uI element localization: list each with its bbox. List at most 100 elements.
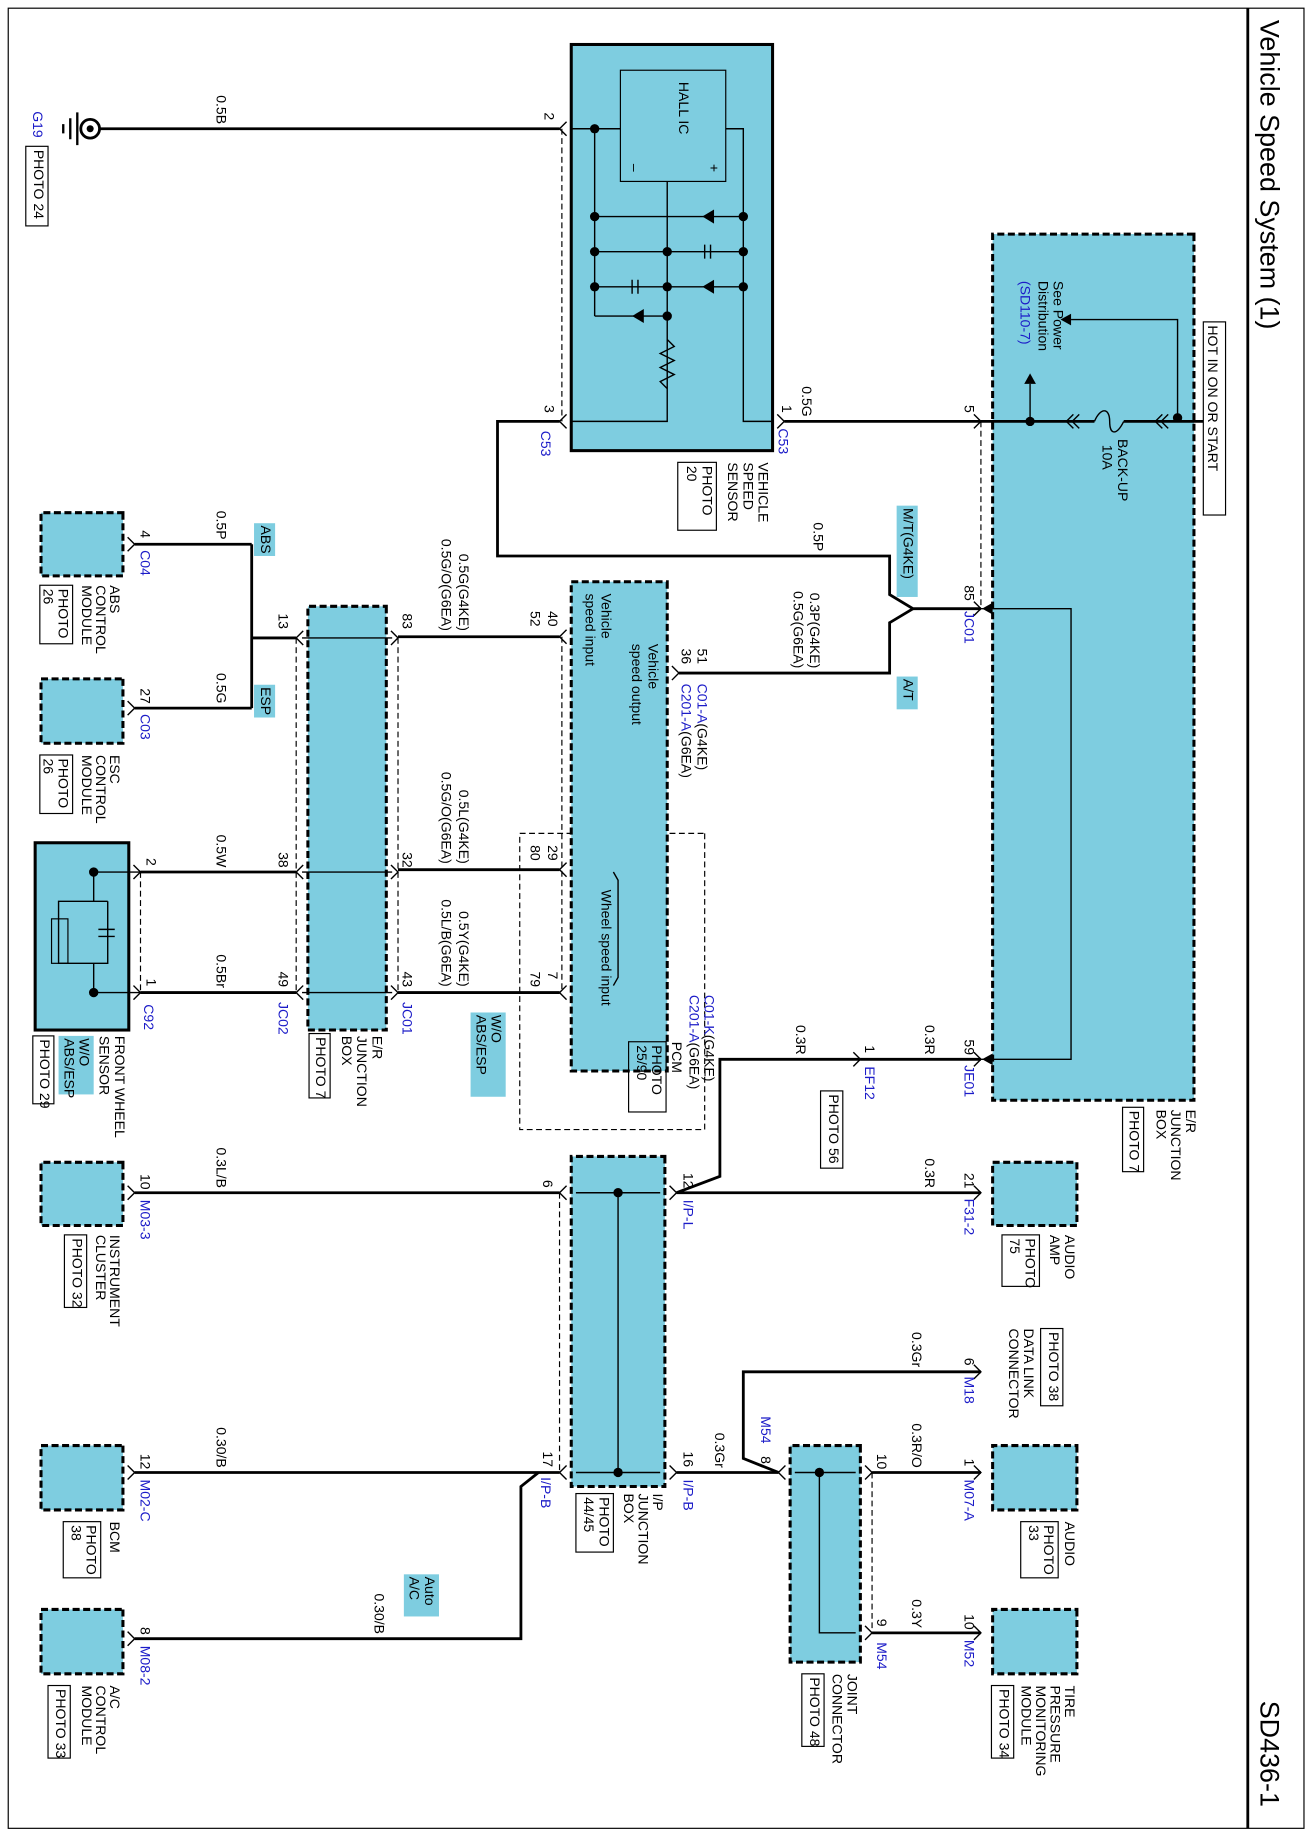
fuse-name: BACK-UP xyxy=(1115,439,1131,501)
esc-module-name: CONTROL xyxy=(93,755,109,824)
pin-number: 1 xyxy=(779,405,795,413)
connector-id: M52 xyxy=(962,1640,978,1667)
connector-pin-icon xyxy=(127,700,136,716)
ac-module-photo: PHOTO 33 xyxy=(53,1689,69,1758)
arrow-icon xyxy=(1060,313,1072,326)
connector-pin-icon xyxy=(127,1464,136,1481)
pin-number: 79 xyxy=(527,972,543,988)
connector-id: C53 xyxy=(775,428,791,454)
connector-id: JC01 xyxy=(400,1002,416,1035)
bcm-photo-box xyxy=(62,1521,102,1579)
data-link-name: DATA LINK xyxy=(1021,1329,1037,1399)
option-auto-ac: A/C xyxy=(407,1577,423,1600)
er-box-lower-photo: PHOTO 7 xyxy=(313,1037,329,1099)
audio-photo: 33 xyxy=(1026,1525,1042,1541)
fuse-icon xyxy=(1093,410,1125,433)
wire-label: 0.5B xyxy=(214,95,230,124)
ground-photo-box xyxy=(25,145,49,227)
pin-number: 16 xyxy=(681,1451,697,1467)
vehicle-speed-sensor-photo: 20 xyxy=(684,466,700,482)
connector-pin-icon xyxy=(558,985,568,1001)
wire-label: 0.3R xyxy=(922,1158,938,1188)
data-link-photo-box xyxy=(1040,1327,1064,1407)
option-auto-ac: Auto xyxy=(422,1577,438,1606)
connector-label: C201-A(G6EA) xyxy=(686,995,702,1089)
wire-label: 0.5P xyxy=(811,522,827,551)
connector-pin-icon xyxy=(558,629,568,645)
instrument-cluster xyxy=(39,1160,125,1228)
connector-id: I/P-B xyxy=(681,1480,697,1511)
wire-label: 0.3P(G4KE) xyxy=(807,593,823,669)
power-note: See Power xyxy=(1050,281,1066,350)
er-box-lower-name: BOX xyxy=(339,1036,355,1066)
ip-box-photo-box xyxy=(575,1492,614,1553)
wire-label: 0.5Br xyxy=(214,954,230,988)
pin-number: 12 xyxy=(137,1454,153,1470)
pin-number: 38 xyxy=(276,852,292,868)
vehicle-speed-sensor-name: SENSOR xyxy=(725,462,741,521)
audio-amp xyxy=(991,1160,1079,1228)
connector-id: C92 xyxy=(141,1004,157,1030)
ground-id: G19 xyxy=(30,111,46,138)
pin-number: 51 xyxy=(695,648,711,664)
page-title: Vehicle Speed System (1) xyxy=(1255,20,1285,330)
front-wheel-sensor-option: ABS/ESP xyxy=(61,1038,77,1098)
er-box-upper-name: JUNCTION xyxy=(1168,1110,1184,1181)
bcm-photo: PHOTO xyxy=(84,1525,100,1575)
connector-pin-icon xyxy=(671,665,680,681)
splice-dot-icon xyxy=(662,246,672,257)
front-wheel-sensor-name: FRONT WHEEL xyxy=(112,1036,128,1138)
connector-pin-icon xyxy=(127,1185,136,1201)
pcm-name: PCM xyxy=(669,1042,685,1073)
ef12-photo-box xyxy=(819,1090,844,1169)
connector-pin-icon xyxy=(558,121,568,137)
ip-box-photo: PHOTO xyxy=(596,1497,612,1547)
diode-icon xyxy=(632,309,644,324)
connector-id: C04 xyxy=(137,550,153,576)
option-esp: ESP xyxy=(258,687,274,715)
connector-label: C201-A(G6EA) xyxy=(678,684,694,778)
instrument-cluster-photo: PHOTO 32 xyxy=(70,1238,86,1307)
option-at: A/T xyxy=(901,679,917,701)
vehicle-speed-sensor-photo: PHOTO xyxy=(699,466,715,516)
pcm-option-outline xyxy=(519,832,706,1131)
joint-connector xyxy=(788,1444,862,1664)
connector-id: I/P-L xyxy=(681,1200,697,1230)
audio xyxy=(991,1444,1079,1512)
minus-terminal: – xyxy=(627,164,643,172)
tpms-name: MONITORING xyxy=(1033,1686,1049,1777)
pin-number: 21 xyxy=(962,1173,978,1189)
front-wheel-sensor xyxy=(33,841,131,1032)
wire-label: 0.30/B xyxy=(214,1427,230,1468)
connector-id: C01-A xyxy=(695,684,711,724)
pin-number: 43 xyxy=(400,972,416,988)
audio-amp-photo: PHOTO xyxy=(1022,1238,1038,1288)
internal-line xyxy=(980,607,1072,1061)
splice-dot-icon xyxy=(589,246,600,257)
front-wheel-sensor-photo-box xyxy=(32,1035,55,1105)
connector-id: C01-K xyxy=(702,995,718,1035)
vehicle-speed-sensor-photo-box xyxy=(677,461,717,531)
splice-dot-icon xyxy=(589,124,600,134)
diode-icon xyxy=(702,279,715,294)
connector-id: C53 xyxy=(538,431,554,457)
pin-number: 2 xyxy=(541,112,557,120)
connector-pin-icon xyxy=(864,1625,874,1641)
splice-dot-icon xyxy=(738,246,748,257)
connector-pin-icon xyxy=(558,1464,568,1481)
wire-label: 0.5P xyxy=(214,511,230,540)
connector-pin-icon xyxy=(777,1464,786,1481)
connector-pin-icon xyxy=(558,413,568,429)
pin-number: 4 xyxy=(137,530,153,538)
power-ref-line xyxy=(1071,318,1179,418)
ac-module-name: MODULE xyxy=(79,1686,95,1746)
pin-number: 10 xyxy=(137,1174,153,1190)
er-box-upper-name: E/R xyxy=(1183,1110,1199,1133)
wire-label: 0.5G(G4KE) xyxy=(456,554,472,631)
abs-module-name: MODULE xyxy=(79,585,95,645)
pin-number: 9 xyxy=(874,1619,890,1627)
pin-number: 12 xyxy=(681,1173,697,1189)
er-junction-box-upper xyxy=(991,232,1196,1102)
connector-id: JC02 xyxy=(276,1002,292,1035)
power-note: Distribution xyxy=(1035,281,1051,351)
